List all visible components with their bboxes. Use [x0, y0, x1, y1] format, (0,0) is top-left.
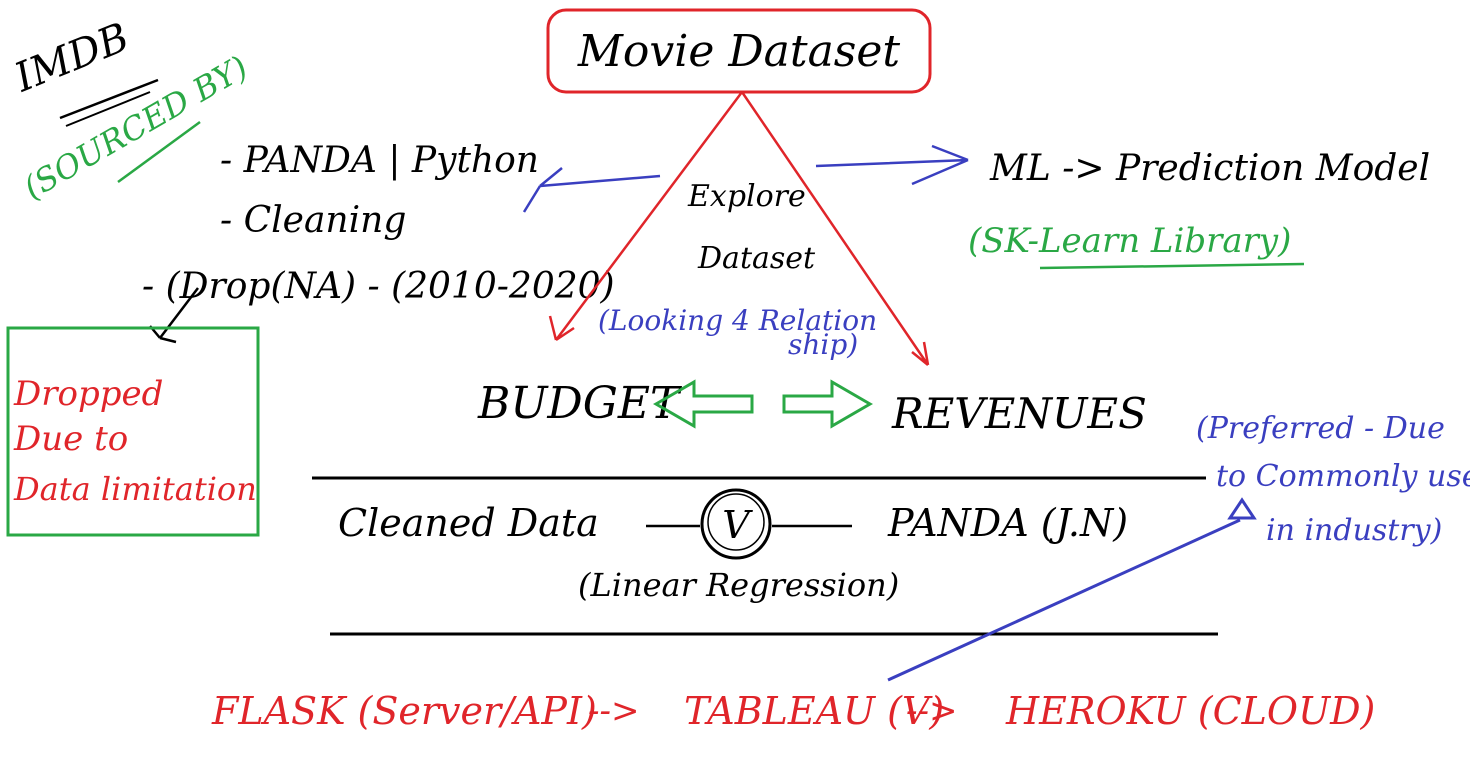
- pipeline-tableau: TABLEAU (V): [684, 689, 944, 733]
- ml-label: ML -> Prediction Model: [989, 148, 1430, 189]
- preferred-triangle-icon: [1227, 497, 1257, 520]
- preferred-line-3: in industry): [1266, 513, 1442, 548]
- title-box: [546, 8, 932, 94]
- explore-line-1: Explore: [687, 179, 806, 214]
- pipeline-heroku: HEROKU (CLOUD): [1005, 689, 1375, 733]
- right-block-arrow: [782, 379, 873, 429]
- check-circle: [700, 488, 772, 560]
- pipeline-arrow-2: -->: [906, 691, 957, 731]
- explore-right-arrow: [815, 144, 969, 186]
- preferred-pointer-line: [887, 518, 1241, 682]
- dropped-line-2: Due to: [13, 419, 128, 459]
- budget-label: BUDGET: [477, 378, 683, 429]
- source-underline-2: [65, 91, 151, 127]
- pipeline-flask: FLASK (Server/API): [211, 689, 597, 733]
- ml-library-underline: [1039, 262, 1305, 270]
- relationship-line-2: ship): [788, 328, 858, 361]
- check-mark: V: [722, 503, 753, 547]
- explore-line-2: Dataset: [697, 241, 816, 276]
- source-name: IMDB: [8, 14, 136, 101]
- title-to-budget-line: [548, 91, 743, 342]
- source-underline: [59, 78, 159, 120]
- explore-left-arrow: [522, 167, 661, 213]
- relationship-line-1: (Looking 4 Relation: [598, 304, 877, 337]
- cleaned-right: PANDA (J.N): [887, 501, 1128, 545]
- step-cleaning: - Cleaning: [220, 200, 406, 241]
- dropped-line-3: Data limitation: [13, 470, 257, 508]
- step-tools: - PANDA | Python: [220, 140, 539, 181]
- dropped-box: [6, 326, 260, 537]
- pipeline-arrow-1: -->: [588, 691, 639, 731]
- title-to-revenues-line: [740, 91, 930, 366]
- cleaned-left: Cleaned Data: [338, 501, 599, 545]
- left-block-arrow: [653, 379, 754, 429]
- diagram-title: Movie Dataset: [577, 26, 901, 77]
- dropped-line-1: Dropped: [13, 374, 163, 414]
- check-circle-inner: [707, 493, 765, 551]
- cleaned-method: (Linear Regression): [578, 566, 899, 604]
- preferred-line-1: (Preferred - Due: [1196, 411, 1445, 446]
- source-note-underline: [117, 120, 201, 184]
- ml-library: (SK-Learn Library): [968, 221, 1291, 261]
- revenues-label: REVENUES: [891, 389, 1147, 438]
- step-drop: - (Drop(NA) - (2010-2020): [142, 266, 615, 307]
- preferred-line-2: to Commonly used: [1216, 459, 1470, 494]
